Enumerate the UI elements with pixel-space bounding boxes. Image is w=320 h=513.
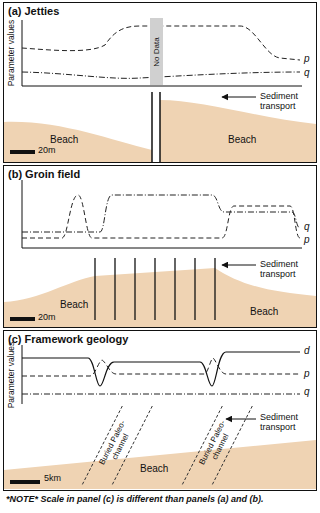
jetty xyxy=(159,92,161,162)
channel-label: Buried Paleo-channel xyxy=(195,413,239,476)
beach-label: Beach xyxy=(60,299,88,310)
axes xyxy=(22,180,302,248)
scale-bar xyxy=(10,317,35,321)
scale-label: 5km xyxy=(44,474,61,484)
curve-label: p xyxy=(304,53,310,64)
beach-label: Beach xyxy=(140,463,168,474)
curve-label: p xyxy=(304,234,310,245)
curve-label: p xyxy=(304,368,310,379)
p-curve xyxy=(22,358,300,376)
d-curve xyxy=(22,352,300,386)
beach-label: Beach xyxy=(228,134,256,145)
axis-label: Parameter values xyxy=(7,335,16,415)
panel-title: (c) Framework geology xyxy=(8,333,128,345)
panel-c xyxy=(4,345,316,489)
panel-frame xyxy=(4,3,317,163)
panel-title: (b) Groin field xyxy=(8,168,80,180)
note: *NOTE* Scale in panel (c) is different t… xyxy=(6,495,316,505)
panel-b xyxy=(4,180,316,327)
q-curve xyxy=(22,195,300,232)
scale-label: 20m xyxy=(38,146,56,156)
curve-label: d xyxy=(304,345,310,356)
transport-label: Sediment transport xyxy=(260,92,312,112)
q-curve xyxy=(22,394,300,395)
curve-label: q xyxy=(304,67,310,78)
groins xyxy=(95,258,215,320)
transport-label: Sediment transport xyxy=(260,413,312,433)
transport-arrow xyxy=(226,419,256,420)
paleo-channel-lines xyxy=(82,406,252,485)
transport-label: Sediment transport xyxy=(260,260,312,280)
axis xyxy=(22,345,23,404)
transport-arrow xyxy=(222,97,256,98)
curve-label: q xyxy=(304,221,310,232)
beach xyxy=(4,122,152,162)
panel-frame xyxy=(4,331,317,491)
transport-arrow xyxy=(222,265,256,266)
scale-bar xyxy=(10,150,35,154)
p-curve xyxy=(22,195,300,238)
panel-title: (a) Jetties xyxy=(8,5,59,17)
beach xyxy=(4,440,316,489)
panel-a xyxy=(4,18,316,162)
jetty xyxy=(151,92,153,162)
scale-bar xyxy=(10,480,40,484)
no-data-label: No Data xyxy=(152,22,161,82)
beach-label: Beach xyxy=(250,306,278,317)
beach-label: Beach xyxy=(50,134,78,145)
panel-frame xyxy=(4,166,317,328)
axis-label: Parameter values xyxy=(7,13,16,93)
no-data-band xyxy=(150,18,163,85)
curve-label: q xyxy=(304,386,310,397)
channel-label: Buried Paleo-channel xyxy=(95,413,139,476)
scale-label: 20m xyxy=(38,313,56,323)
